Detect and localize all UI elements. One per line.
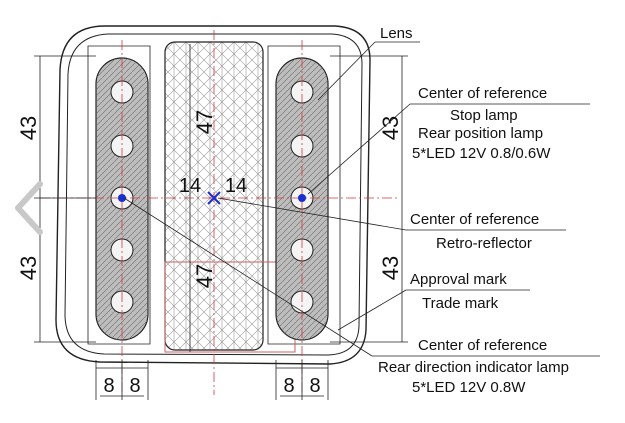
label-stop-lamp: Stop lamp (450, 107, 518, 124)
dim-center-lower: 47 (192, 264, 217, 288)
label-center-ref-3: Center of reference (418, 337, 547, 354)
label-retro-reflector: Retro-reflector (436, 235, 532, 252)
dim-bottom-4: 8 (309, 375, 320, 397)
dim-right-upper: 43 (378, 116, 403, 140)
leader-lines (123, 41, 600, 357)
annotation-labels: Lens Center of reference Stop lamp Rear … (378, 25, 569, 396)
dim-bottom-1: 8 (103, 375, 114, 397)
dim-center-upper: 47 (192, 110, 217, 134)
dim-bottom-3: 8 (283, 375, 294, 397)
label-approval-mark: Approval mark (410, 271, 507, 288)
dimension-lines (34, 44, 408, 400)
label-lens: Lens (380, 25, 413, 42)
right-reference-dot (298, 194, 306, 202)
lamp-housing (55, 25, 371, 365)
label-led-spec-2: 5*LED 12V 0.8W (412, 379, 526, 396)
dimension-labels: 43 43 43 43 47 47 14 14 8 8 8 8 (16, 110, 403, 397)
label-center-ref-1: Center of reference (418, 85, 547, 102)
reference-marks (118, 191, 306, 205)
dim-left-lower: 43 (16, 256, 41, 280)
left-reference-dot (118, 194, 126, 202)
center-reference-cross (207, 191, 221, 205)
dim-left-upper: 43 (16, 116, 41, 140)
dim-horiz-right: 14 (225, 175, 247, 197)
chevron-left-icon[interactable] (6, 178, 50, 238)
dim-horiz-left: 14 (179, 175, 201, 197)
label-led-spec-1: 5*LED 12V 0.8/0.6W (412, 145, 551, 162)
left-led-column (110, 80, 134, 314)
label-rear-position-lamp: Rear position lamp (418, 125, 543, 142)
dim-right-lower: 43 (378, 256, 403, 280)
label-center-ref-2: Center of reference (410, 211, 539, 228)
dim-bottom-2: 8 (129, 375, 140, 397)
label-trade-mark: Trade mark (422, 295, 499, 312)
label-rear-direction-indicator: Rear direction indicator lamp (378, 359, 569, 376)
